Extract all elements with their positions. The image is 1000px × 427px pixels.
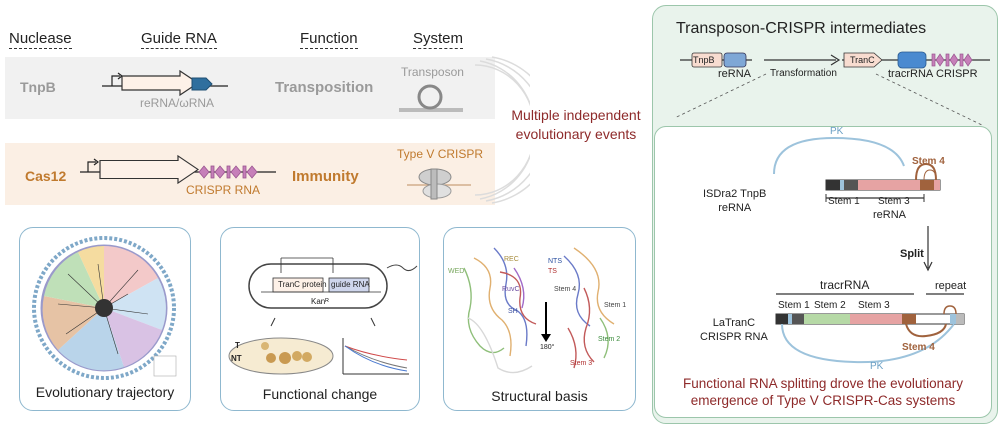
right-title: Transposon-CRISPR intermediates — [676, 20, 927, 37]
conclusion-line2: emergence of Type V CRISPR-Cas systems — [690, 393, 956, 408]
split-label: Split — [900, 248, 924, 260]
phylo-tree-graphic — [32, 236, 177, 380]
label-nts: NTS — [548, 258, 562, 265]
panel-evolutionary: Evolutionary trajectory — [19, 227, 191, 411]
gene-tnpb-label: TnpB — [693, 55, 715, 65]
intermediate-diagram — [676, 51, 990, 127]
tnpb-function: Transposition — [275, 79, 374, 96]
label-sh: SH — [508, 308, 518, 315]
header-guide-rna: Guide RNA — [141, 30, 217, 49]
repeat-label: repeat — [935, 280, 967, 292]
center-text: Multiple independent evolutionary events — [498, 106, 654, 144]
stem4-bot-label: Stem 4 — [902, 342, 935, 353]
tracrrna-gene-label: tracrRNA — [888, 68, 934, 80]
crispr-gene-label: CRISPR — [936, 68, 978, 80]
center-text-line1: Multiple independent — [511, 107, 641, 123]
tnpb-gene-diagram — [102, 69, 228, 97]
center-text-line2: evolutionary events — [515, 126, 637, 142]
structure-graphic — [463, 247, 615, 374]
label-wed: WED — [448, 268, 465, 275]
radiating-arcs — [474, 56, 530, 204]
rerna-bracket-label: reRNA — [873, 209, 907, 221]
conclusion-text: Functional RNA splitting drove the evolu… — [660, 375, 986, 409]
tracrrna-bracket-label: tracrRNA — [820, 278, 870, 292]
plate-t-label: T — [235, 341, 240, 350]
plate-nt-label: NT — [231, 354, 242, 363]
panel-functional: TranC protein guide RNA Kanᴿ T NT Functi… — [220, 227, 420, 411]
caption-functional: Functional change — [262, 386, 378, 402]
header-system: System — [413, 30, 464, 49]
label-stem4: Stem 4 — [554, 286, 577, 293]
latranc-line2: CRISPR RNA — [700, 331, 768, 343]
rerna-gene-label: reRNA — [718, 68, 752, 80]
label-ts: TS — [548, 268, 557, 275]
latranc-label: LaTranC CRISPR RNA — [700, 316, 768, 344]
kan-label: Kanᴿ — [311, 297, 329, 306]
tnpb-system: Transposon — [401, 65, 464, 79]
caption-evolutionary: Evolutionary trajectory — [35, 384, 175, 400]
isdra2-label: ISDra2 TnpB reRNA — [703, 187, 766, 215]
stem3-bot-label: Stem 3 — [858, 300, 890, 311]
pk-top-label: PK — [830, 126, 844, 137]
caption-structural: Structural basis — [491, 388, 588, 404]
label-ruvc: RuvC — [502, 286, 520, 293]
isdra2-line1: ISDra2 TnpB — [703, 188, 767, 200]
label-stem1: Stem 1 — [604, 302, 627, 309]
tnpb-rna-label: reRNA/ωRNA — [140, 96, 215, 110]
label-angle: 180° — [540, 344, 555, 351]
crispr-complex-icon — [407, 168, 471, 200]
pk-bot-label: PK — [870, 361, 884, 372]
gene-tranc-label: TranC — [850, 55, 875, 65]
cas12-gene-diagram — [80, 154, 276, 185]
stem3-top-label: Stem 3 — [878, 196, 910, 207]
functional-graphic — [228, 257, 418, 375]
label-stem2: Stem 2 — [598, 336, 621, 343]
stem1-bot-label: Stem 1 — [778, 300, 810, 311]
stem4-top-label: Stem 4 — [912, 156, 945, 167]
transformation-label: Transformation — [770, 68, 837, 79]
label-rec: REC — [504, 256, 519, 263]
tranc-protein-label: TranC protein — [278, 280, 327, 289]
cas12-function: Immunity — [292, 168, 359, 185]
header-function: Function — [300, 30, 358, 49]
header-nuclease: Nuclease — [9, 30, 72, 49]
guide-rna-small-label: guide RNA — [331, 280, 370, 289]
label-stem3: Stem 3 — [570, 360, 593, 367]
rna-structure-diagram — [773, 136, 965, 364]
isdra2-line2: reRNA — [718, 202, 752, 214]
latranc-line1: LaTranC — [712, 317, 756, 329]
cas12-rna-label: CRISPR RNA — [186, 183, 261, 197]
cas12-name: Cas12 — [25, 168, 67, 184]
cas12-system: Type V CRISPR — [397, 147, 484, 161]
stem1-top-label: Stem 1 — [828, 196, 860, 207]
panel-structural: NTS TS REC WED RuvC SH Stem 4 Stem 1 Ste… — [443, 227, 636, 411]
tnpb-name: TnpB — [20, 79, 56, 95]
conclusion-line1: Functional RNA splitting drove the evolu… — [683, 376, 963, 391]
stem2-bot-label: Stem 2 — [814, 300, 846, 311]
transposon-icon — [399, 84, 463, 112]
